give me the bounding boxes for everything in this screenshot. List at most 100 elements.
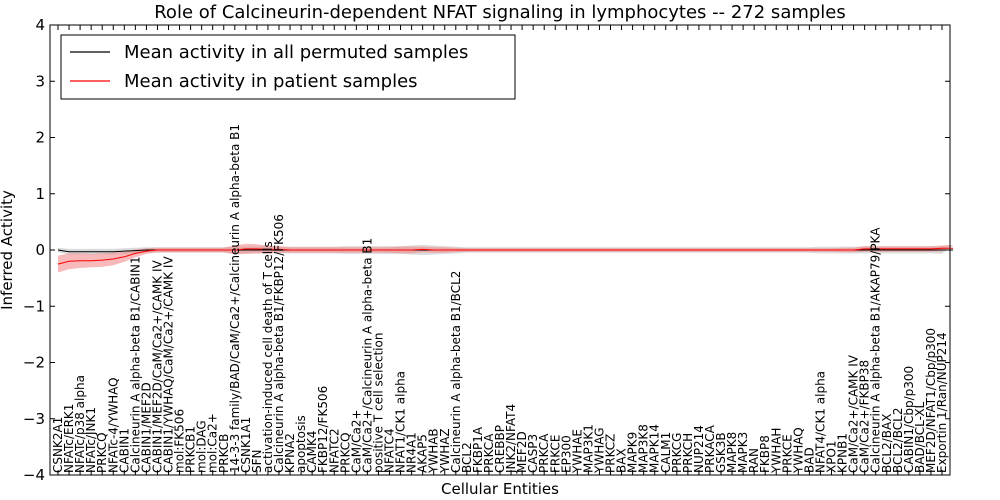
x-tick-label: CASP3 [526, 434, 540, 473]
x-tick-label: MAPK3 [736, 432, 750, 473]
x-tick-label: PRKCG [670, 433, 684, 473]
x-tick-label: MAPK9 [626, 432, 640, 473]
x-tick-label: Exportin 1/Ran/NUP214 [935, 332, 949, 473]
legend-box [60, 34, 516, 100]
x-tick-label: CaM/Ca2+ [349, 409, 363, 473]
x-tick-label: BAD [802, 447, 816, 473]
x-tick-label: CaM/Ca2+/FKBP38 [858, 360, 872, 473]
y-axis: −4 −3 −2 −1 0 1 2 3 4 [23, 16, 950, 484]
x-tick-label: mol:Ca2+ [206, 413, 220, 473]
y-tick-label: 3 [35, 72, 45, 90]
y-tick-label: 4 [35, 16, 45, 34]
x-tick-label: Calcineurin A alpha-beta B1/AKAP79/PKA [869, 227, 883, 473]
y-tick-label: −3 [23, 410, 45, 428]
x-tick-label: BCL2/BCL2 [891, 408, 905, 473]
x-tick-label: FKBP1A [471, 426, 485, 473]
x-tick-label: CaM/Ca2+/Calcineurin A alpha-beta B1 [360, 238, 374, 473]
x-tick-label: YWHAH [769, 428, 783, 474]
x-tick-label: CABIN1/MEF2D/CaM/Ca2+/CAMK IV [150, 259, 164, 473]
x-tick-label: MAP3K1 [581, 424, 595, 473]
x-tick-label: YWHAQ [791, 427, 805, 474]
x-tick-label: NFATC2 [327, 428, 341, 473]
x-tick-label: activation-induced cell death of T cells [261, 241, 275, 473]
x-tick-label: BCL2 [460, 442, 474, 473]
x-tick-label: 14-3-3 family/BAD/CaM/Ca2+/Calcineurin A… [228, 124, 242, 473]
x-tick-label: YWHAG [593, 427, 607, 474]
y-tick-label: 0 [35, 241, 45, 259]
x-tick-label: MAPK8 [725, 432, 739, 473]
x-tick-label: PRKCA [537, 433, 551, 473]
x-tick-label: MEF2D/NFAT1/Cbp/p300 [924, 328, 938, 473]
x-tick-label: CSNK2A1 [51, 417, 65, 473]
x-tick-label: CAMK4 [305, 431, 319, 473]
x-tick-label: NFATc/p38 alpha [73, 375, 87, 473]
x-tick-label: NFATc-4/YWHAQ [106, 377, 120, 473]
legend-label: Mean activity in all permuted samples [124, 42, 468, 63]
x-tick-label: NFATC4 [383, 428, 397, 473]
x-tick-label: PRKCB [217, 434, 231, 473]
x-tick-label: NR4A1 [405, 432, 419, 473]
x-tick-label: KPNA2 [283, 433, 297, 473]
x-tick-label: PRKCQ [338, 432, 352, 473]
x-tick-label: KPNB1 [836, 433, 850, 473]
x-tick-label: PRKCZ [604, 434, 618, 473]
series-1-band [58, 243, 954, 273]
x-tick-label: FRKCE [548, 435, 562, 473]
x-tick-label: Calcineurin A alpha-beta B1/FKBP12/FK506 [272, 214, 286, 473]
x-tick-label: XPO1 [825, 440, 839, 473]
y-tick-label: 1 [35, 185, 45, 203]
x-tick-label: MEF2D [515, 431, 529, 473]
x-tick-label: NFAT4/CK1 alpha [814, 371, 828, 473]
x-tick-label: CABIN1/MEF2D [139, 382, 153, 473]
x-tick-label: PRKCE [780, 434, 794, 473]
x-tick-label: MAPK14 [648, 424, 662, 473]
x-tick-label: NFATc/ERK1 [62, 404, 76, 473]
legend-label: Mean activity in patient samples [124, 71, 418, 92]
x-tick-label: YWHAB [427, 428, 441, 474]
x-tick-label: PRKACA [703, 424, 717, 473]
x-tick-label: mol:FK506 [173, 409, 187, 473]
x-tick-label: apoptosis [294, 415, 308, 473]
x-tick-label: YWHAE [570, 429, 584, 474]
x-tick-label: PRKCB1 [184, 426, 198, 473]
x-tick-label: CABIN1/Cbp/p300 [902, 366, 916, 473]
x-tick-label: BCL2/BAX [880, 414, 894, 473]
x-tick-label: NFATc/JNK1 [84, 407, 98, 473]
x-tick-label: AKAP5 [416, 434, 430, 473]
x-tick-label: CALM1 [659, 432, 673, 473]
chart-title: Role of Calcineurin-dependent NFAT signa… [154, 2, 846, 23]
x-tick-label: FKBP12/FK506 [316, 386, 330, 473]
x-axis-label: Cellular Entities [441, 480, 559, 498]
x-tick-label: RAN [747, 448, 761, 473]
y-tick-label: −4 [23, 466, 45, 484]
y-tick-label: 2 [35, 129, 45, 147]
x-tick-label: positive T cell selection [372, 333, 386, 473]
x-tick-label: EP300 [559, 435, 573, 473]
x-tick-label: CaM/Ca2+/CAMK IV [847, 354, 861, 473]
x-tick-label: NFAT1/CK1 alpha [394, 371, 408, 473]
x-tick-label: FKBP8 [758, 435, 772, 473]
x-tick-label: BAX [615, 448, 629, 473]
x-tick-label: SFN [250, 450, 264, 474]
x-tick-label: CSNK1A1 [239, 417, 253, 473]
series-1-line [57, 247, 954, 265]
x-tick-label: Calcineurin A alpha-beta B1/BCL2 [449, 271, 463, 473]
x-tick-label: mol:DAG [195, 420, 209, 473]
x-tick-label: CREBBP [493, 425, 507, 473]
y-axis-label: Inferred Activity [0, 190, 16, 310]
y-tick-label: −2 [23, 354, 45, 372]
legend: Mean activity in all permuted samplesMea… [60, 34, 516, 100]
x-tick-label: CABIN1 [117, 428, 131, 473]
x-tick-label: MAP3K8 [637, 424, 651, 473]
x-tick-label: BAD/BCL-XL [913, 401, 927, 473]
x-tick-label: PRKCA [482, 433, 496, 473]
x-tick-label: CABIN1/YWHAQ/CaM/Ca2+/CAMK IV [162, 256, 176, 473]
x-tick-label: GSK3B [714, 432, 728, 473]
x-tick-label: Calcineurin A alpha-beta B1/CABIN1 [128, 256, 142, 473]
y-tick-label: −1 [23, 297, 45, 315]
x-tick-label: YWHAZ [438, 428, 452, 474]
x-tick-label: PRKCQ [95, 432, 109, 473]
plot-area [57, 243, 954, 273]
